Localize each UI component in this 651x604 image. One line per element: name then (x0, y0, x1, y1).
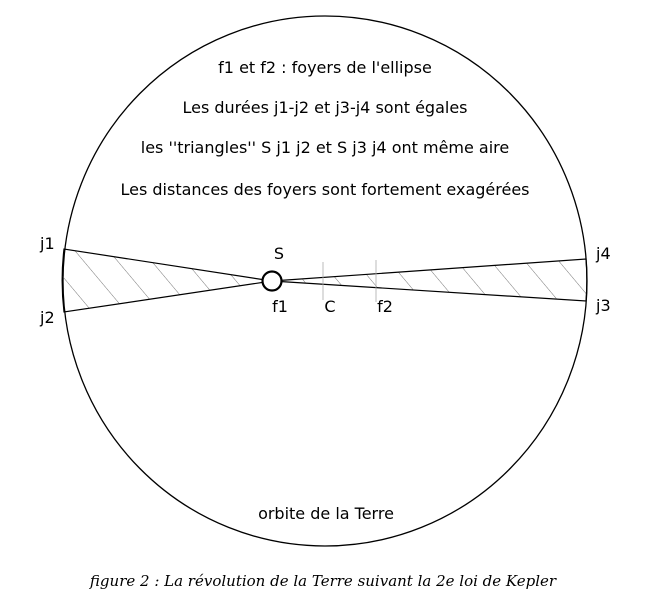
label-j4: j4 (595, 244, 611, 263)
note-distances: Les distances des foyers sont fortement … (120, 180, 529, 199)
note-foyers: f1 et f2 : foyers de l'ellipse (218, 58, 432, 77)
sun-marker (261, 270, 283, 292)
label-f2: f2 (377, 297, 393, 316)
note-triangles: les ''triangles'' S j1 j2 et S j3 j4 ont… (141, 138, 510, 157)
label-c: C (324, 297, 335, 316)
label-j1: j1 (39, 234, 55, 253)
label-s: S (274, 244, 284, 263)
orbit-label: orbite de la Terre (258, 504, 394, 523)
figure-caption: figure 2 : La révolution de la Terre sui… (89, 572, 557, 590)
swept-area-left (61, 248, 273, 313)
label-j3: j3 (595, 296, 611, 315)
label-f1: f1 (272, 297, 288, 316)
note-durees: Les durées j1-j2 et j3-j4 sont égales (182, 98, 467, 117)
label-j2: j2 (39, 308, 55, 327)
swept-area-right (271, 258, 588, 302)
